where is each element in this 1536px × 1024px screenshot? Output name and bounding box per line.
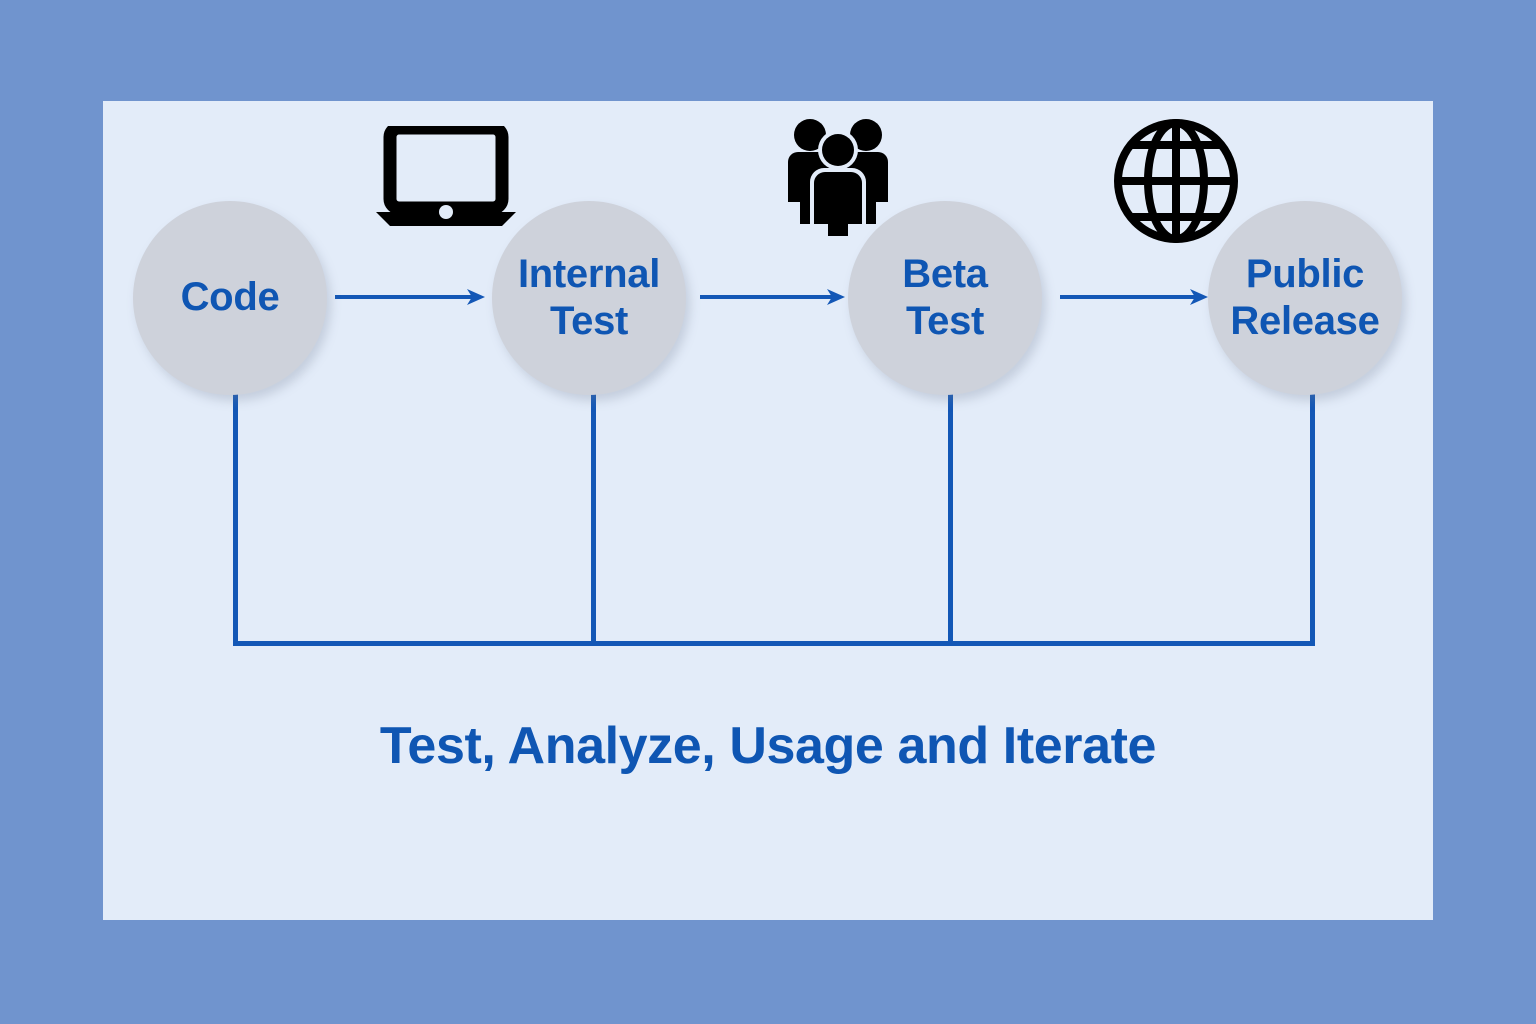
- stage-node-public-release[interactable]: Public Release: [1208, 201, 1402, 395]
- arrow-internal-test-to-beta-test: [700, 285, 845, 309]
- people-group-icon: [786, 118, 890, 236]
- stage-node-beta-test[interactable]: Beta Test: [848, 201, 1042, 395]
- stage-label-beta-test: Beta Test: [902, 251, 988, 343]
- globe-icon: [1112, 117, 1240, 245]
- feedback-bracket: [233, 391, 1315, 646]
- diagram-panel: [103, 101, 1433, 920]
- stage-label-public-release: Public Release: [1230, 251, 1380, 343]
- stage-node-code[interactable]: Code: [133, 201, 327, 395]
- stage-label-internal-test: Internal Test: [517, 251, 661, 343]
- stage-node-internal-test[interactable]: Internal Test: [492, 201, 686, 395]
- arrow-beta-test-to-public-release: [1060, 285, 1208, 309]
- diagram-caption: Test, Analyze, Usage and Iterate: [379, 717, 1157, 775]
- arrow-code-to-internal-test: [335, 285, 485, 309]
- laptop-icon: [376, 126, 516, 230]
- stage-label-code: Code: [180, 275, 280, 320]
